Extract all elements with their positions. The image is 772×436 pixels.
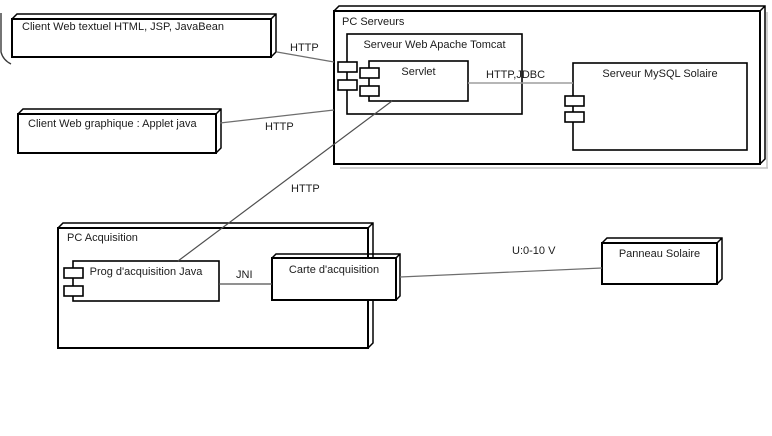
cropped-shape-artifact	[0, 13, 12, 65]
node-carte-acquisition-shape	[271, 253, 401, 301]
box-serveur-mysql	[572, 62, 748, 151]
connector-voltage	[399, 267, 603, 278]
connector-http-textuel	[276, 51, 335, 63]
http-jdbc-label: HTTP,JDBC	[486, 69, 546, 81]
serveur-mysql-label: Serveur MySQL Solaire	[602, 68, 718, 80]
box-prog-acquisition	[72, 260, 220, 302]
pc-acquisition-label: PC Acquisition	[67, 232, 138, 244]
connector-http-servlet	[177, 100, 393, 262]
node-client-graphique-shape	[17, 108, 222, 154]
http-textuel-label: HTTP	[290, 42, 319, 54]
pc-serveurs-shadow	[340, 12, 768, 169]
prog-acquisition-label: Prog d'acquisition Java	[89, 266, 203, 278]
box-servlet	[368, 60, 469, 102]
client-textuel-label: Client Web textuel HTML, JSP, JavaBean	[22, 21, 224, 33]
node-panneau-solaire-shape	[601, 237, 723, 285]
http-graphique-label: HTTP	[265, 121, 294, 133]
http-servlet-label: HTTP	[291, 183, 320, 195]
prog-component-tabs	[63, 267, 84, 297]
servlet-component-tabs	[359, 67, 380, 97]
jni-label: JNI	[236, 269, 253, 281]
pc-serveurs-label: PC Serveurs	[342, 16, 405, 28]
panneau-solaire-label: Panneau Solaire	[618, 248, 701, 260]
serveur-tomcat-label: Serveur Web Apache Tomcat	[363, 39, 506, 51]
voltage-label: U:0-10 V	[512, 245, 556, 257]
carte-acquisition-label: Carte d'acquisition	[288, 264, 380, 276]
mysql-component-tabs	[564, 95, 585, 123]
servlet-label: Servlet	[401, 66, 436, 78]
node-client-textuel-shape	[11, 13, 277, 58]
connector-http-graphique	[219, 109, 335, 124]
client-graphique-label: Client Web graphique : Applet java	[28, 118, 197, 130]
tomcat-component-tabs	[337, 61, 358, 91]
